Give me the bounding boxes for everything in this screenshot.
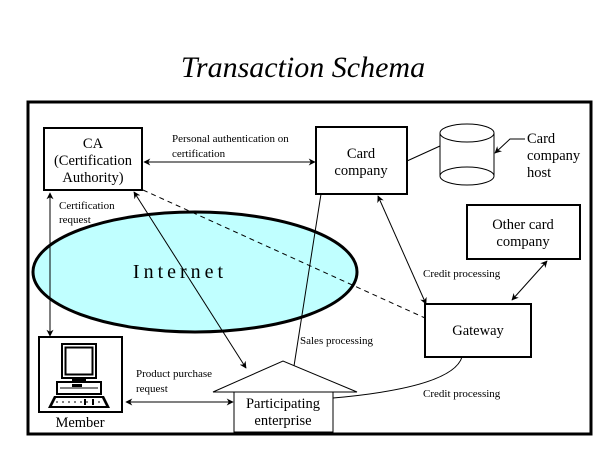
node-other-card-company: Other card company	[466, 204, 581, 260]
host-label-line1: Card	[527, 131, 556, 147]
ca-gateway-dashed-link	[142, 189, 426, 319]
diagram-frame	[26, 100, 593, 436]
node-gateway: Gateway	[424, 303, 532, 358]
ca-enterprise-arrow	[133, 191, 247, 369]
enterprise-label-line1: Participating	[246, 396, 320, 412]
gateway-label: Gateway	[452, 323, 504, 339]
gateway-enterprise-credit-link	[332, 356, 463, 399]
credit-processing-upper-label: Credit processing	[423, 268, 501, 280]
ca-label-line2: (Certification	[54, 153, 133, 169]
cert-request-label-line1: Certification	[59, 200, 115, 212]
product-purchase-label-line1: Product purchase	[136, 368, 212, 380]
product-purchase-label-line2: request	[136, 383, 168, 395]
host-pointer-arrow	[494, 138, 525, 154]
cert-request-label-line2: request	[59, 214, 91, 226]
diagram-title: Transaction Schema	[181, 51, 425, 84]
card-company-label-line2: company	[334, 163, 388, 179]
other-card-label-line2: company	[496, 234, 550, 250]
node-member: Member	[38, 336, 123, 431]
card-company-label-line1: Card	[347, 146, 376, 162]
house-roof-icon	[212, 360, 358, 393]
personal-auth-label-line1: Personal authentication on	[172, 133, 289, 145]
ca-label-line3: Authority)	[62, 170, 123, 186]
sales-processing-label: Sales processing	[300, 335, 374, 347]
node-participating-enterprise: Participating enterprise	[212, 360, 358, 433]
host-label-line3: host	[527, 165, 551, 181]
card-company-gateway-arrow	[377, 195, 427, 305]
member-label: Member	[55, 415, 104, 431]
personal-auth-label-line2: certification	[172, 148, 226, 160]
sales-processing-link	[293, 193, 322, 367]
other-card-label-line1: Other card	[492, 217, 554, 233]
node-ca: CA (Certification Authority)	[43, 127, 143, 191]
node-card-company: Card company	[315, 126, 408, 195]
credit-processing-lower-label: Credit processing	[423, 388, 501, 400]
ca-label-line1: CA	[83, 136, 104, 152]
computer-icon	[48, 343, 110, 408]
card-company-host-link	[406, 145, 441, 162]
database-cylinder-icon	[439, 123, 495, 186]
other-card-gateway-arrow	[511, 260, 548, 301]
enterprise-label-line2: enterprise	[254, 413, 311, 429]
host-label-line2: company	[527, 148, 581, 164]
